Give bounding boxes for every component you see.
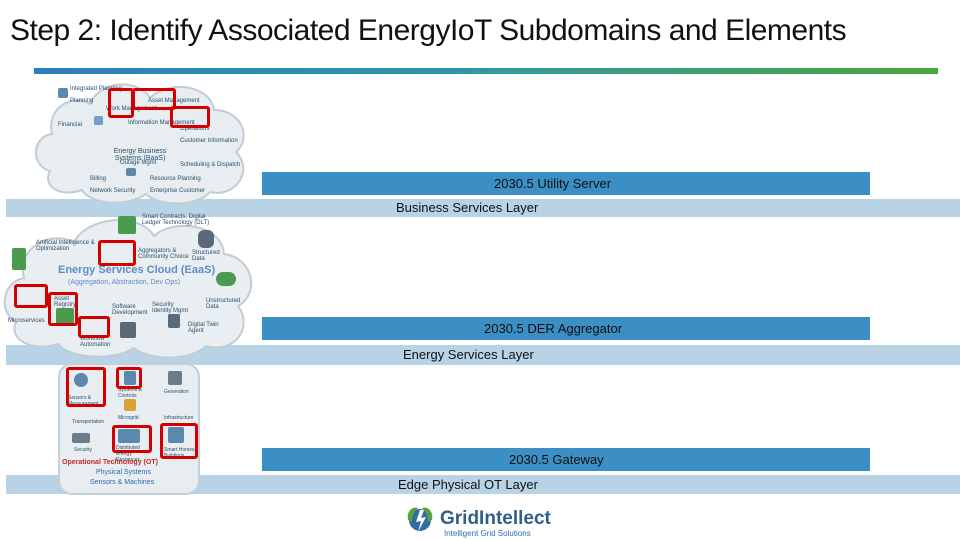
eaas-subtitle: (Aggregation, Abstraction, Dev Ops) bbox=[68, 279, 181, 286]
eaas-item: Asset Registry bbox=[54, 296, 77, 308]
highlight-box bbox=[78, 316, 110, 338]
database-icon bbox=[198, 230, 214, 248]
energy-services-bar: Energy Services Layer bbox=[6, 345, 960, 365]
leaf-globe-icon bbox=[407, 507, 433, 532]
edge-physical-label: Edge Physical OT Layer bbox=[398, 477, 538, 492]
unstructured-cloud-icon bbox=[216, 272, 236, 286]
eaas-item: Microservices bbox=[8, 318, 45, 324]
microgrid-icon bbox=[124, 399, 136, 411]
der-icon bbox=[118, 429, 140, 443]
der-aggregator-label: 2030.5 DER Aggregator bbox=[484, 321, 623, 336]
logo-name: GridIntellect bbox=[440, 508, 551, 529]
baas-item: Planning bbox=[70, 98, 94, 104]
ai-robot-icon bbox=[12, 248, 26, 270]
finance-icon bbox=[94, 116, 103, 125]
baas-item: Financial bbox=[58, 122, 83, 128]
gateway-label: 2030.5 Gateway bbox=[509, 452, 604, 467]
billing-icon bbox=[126, 168, 136, 176]
eaas-item: Structured Data bbox=[192, 250, 220, 262]
highlight-box bbox=[66, 367, 106, 407]
sensor-icon bbox=[74, 373, 88, 387]
baas-item: Customer Information bbox=[180, 138, 238, 144]
gateway-bar: 2030.5 Gateway bbox=[262, 448, 870, 471]
baas-item: Operations bbox=[180, 126, 210, 132]
highlight-box bbox=[48, 292, 78, 326]
baas-item: Integrated Planning bbox=[70, 86, 123, 92]
ot-item: Transportation bbox=[72, 419, 105, 425]
energy-services-label: Energy Services Layer bbox=[403, 347, 534, 362]
highlight-box bbox=[14, 284, 48, 308]
controls-icon bbox=[124, 371, 136, 385]
gridintellect-logo: GridIntellect Intelligent Grid Solutions bbox=[402, 500, 562, 540]
tools-icon bbox=[120, 322, 136, 338]
eaas-title: Energy Services Cloud (EaaS) bbox=[58, 264, 216, 276]
baas-item: Network Security bbox=[90, 188, 136, 194]
baas-cloud: Energy Business Systems (BaaS) Integrate… bbox=[30, 76, 256, 206]
ot-item: Infrastructure bbox=[164, 415, 194, 421]
page-title: Step 2: Identify Associated EnergyIoT Su… bbox=[10, 14, 847, 47]
ot-subtitle: Physical Systems bbox=[96, 469, 151, 476]
baas-item: Outage Mgmt bbox=[120, 160, 157, 166]
highlight-box bbox=[132, 88, 176, 110]
ot-item: Microgrid bbox=[118, 415, 139, 421]
highlight-box bbox=[112, 425, 152, 453]
eaas-item: Software Development bbox=[112, 304, 148, 316]
eaas-item: Security Identity Mgmt bbox=[152, 302, 189, 314]
baas-item: Information Management bbox=[128, 120, 195, 126]
business-services-label: Business Services Layer bbox=[396, 200, 539, 215]
ledger-icon bbox=[118, 216, 136, 234]
camera-icon bbox=[72, 433, 90, 443]
logo-tagline: Intelligent Grid Solutions bbox=[444, 529, 531, 538]
eaas-item: Workflow Automation bbox=[80, 336, 111, 348]
lock-icon bbox=[168, 314, 180, 328]
highlight-box bbox=[160, 423, 198, 459]
title-divider bbox=[34, 68, 938, 74]
highlight-box bbox=[108, 88, 134, 118]
eaas-cloud: Energy Services Cloud (EaaS) (Aggregatio… bbox=[2, 212, 258, 360]
utility-server-label: 2030.5 Utility Server bbox=[494, 176, 612, 191]
ot-item: Systems & Controls bbox=[118, 387, 142, 399]
baas-title: Energy Business Systems (BaaS) bbox=[113, 148, 167, 162]
der-aggregator-bar: 2030.5 DER Aggregator bbox=[262, 317, 870, 340]
asset-registry-icon bbox=[56, 308, 74, 326]
eaas-item: Digital Twin Agent bbox=[188, 322, 219, 334]
ot-panel: Sensors & Measurement Systems & Controls… bbox=[58, 363, 200, 495]
building-icon bbox=[168, 427, 184, 443]
ot-title: Operational Technology (OT) bbox=[62, 459, 158, 466]
utility-server-bar: 2030.5 Utility Server bbox=[262, 172, 870, 195]
highlight-box bbox=[98, 240, 136, 266]
edge-physical-bar: Edge Physical OT Layer bbox=[6, 475, 960, 494]
baas-item: Billing bbox=[90, 176, 107, 182]
baas-cloud-shape bbox=[35, 83, 245, 205]
eaas-item: Aggregators & Community Choice bbox=[138, 248, 189, 260]
ot-subtitle: Sensors & Machines bbox=[90, 479, 155, 486]
generation-icon bbox=[168, 371, 182, 385]
eaas-item: Artificial Intelligence & Optimization bbox=[36, 240, 95, 252]
eaas-item: Unstructured Data bbox=[206, 298, 241, 310]
business-services-bar: Business Services Layer bbox=[6, 199, 960, 217]
ot-item: Generation bbox=[164, 389, 189, 395]
ot-item: Distributed Energy Resources bbox=[116, 445, 140, 463]
ot-item: Security bbox=[74, 447, 93, 453]
highlight-box bbox=[116, 367, 142, 389]
baas-item: Scheduling & Dispatch bbox=[180, 162, 241, 168]
highlight-box bbox=[170, 106, 210, 128]
planning-icon bbox=[58, 88, 68, 98]
baas-item: Enterprise Customer bbox=[150, 188, 206, 194]
baas-item: Resource Planning bbox=[150, 176, 201, 182]
eaas-item: Smart Contracts, Digital Ledger Technolo… bbox=[142, 214, 210, 226]
